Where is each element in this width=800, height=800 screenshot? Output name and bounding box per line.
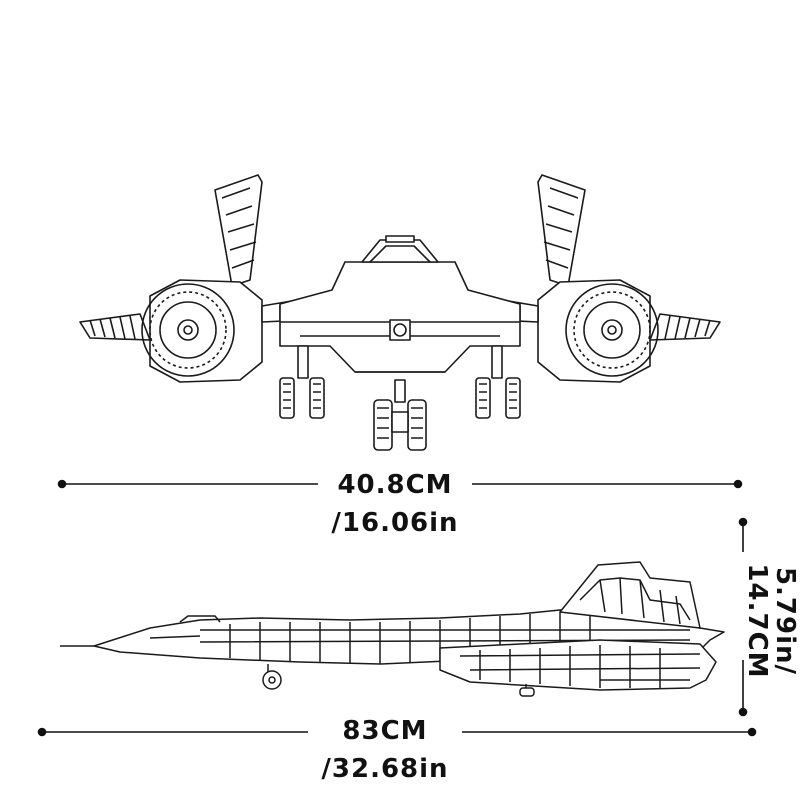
- width-dimension-line: [57, 479, 743, 489]
- aircraft-front-view: [79, 174, 721, 451]
- length-dimension-line: [37, 727, 757, 737]
- height-in-label: 5.79in/: [770, 566, 800, 676]
- length-in-label: /32.68in: [321, 754, 449, 784]
- width-in-label: /16.06in: [331, 508, 459, 538]
- length-cm-label: 83CM: [342, 716, 428, 746]
- height-cm-label: 14.7CM: [742, 563, 772, 679]
- aircraft-side-view: [60, 561, 725, 697]
- width-cm-label: 40.8CM: [337, 470, 453, 500]
- height-dimension-line: [738, 517, 748, 717]
